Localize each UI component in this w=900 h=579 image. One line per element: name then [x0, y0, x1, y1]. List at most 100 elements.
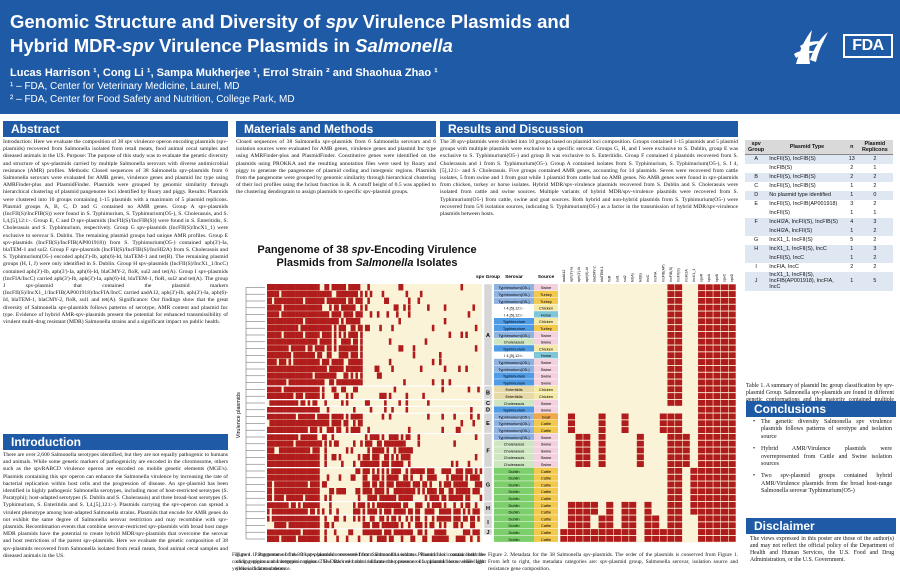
presence-cell: [295, 352, 299, 359]
presence-cell: [391, 474, 394, 481]
presence-cell: [353, 406, 356, 413]
presence-cell: [341, 352, 344, 359]
presence-cell: [326, 426, 330, 434]
presence-cell: [321, 311, 325, 318]
presence-cell: [350, 345, 354, 352]
presence-cell: [400, 440, 404, 447]
presence-cell: [345, 318, 349, 325]
serovar-label: Typhimurium(O5-): [498, 421, 530, 426]
gene-presence-cell: [705, 501, 713, 508]
gene-presence-cell: [728, 331, 736, 338]
presence-cell: [364, 474, 368, 481]
presence-cell: [355, 345, 358, 352]
source-label: Cattle: [541, 537, 551, 542]
presence-cell: [391, 365, 394, 372]
presence-cell: [314, 467, 318, 474]
group-bar: [483, 412, 493, 434]
presence-cell: [460, 488, 464, 495]
presence-cell: [403, 481, 406, 488]
presence-cell: [314, 379, 318, 386]
gene-presence-cell: [583, 447, 591, 454]
presence-cell: [341, 290, 344, 298]
presence-cell: [350, 284, 354, 291]
presence-cell: [310, 365, 313, 372]
gene-presence-cell: [720, 284, 729, 291]
gene-presence-cell: [705, 318, 713, 325]
presence-cell: [362, 501, 366, 508]
presence-cell: [286, 420, 289, 427]
presence-cell: [462, 508, 466, 515]
gene-presence-cell: [667, 508, 675, 515]
presence-cell: [274, 426, 277, 434]
presence-cell: [314, 528, 318, 536]
presence-cell: [398, 318, 401, 325]
presence-cell: [367, 399, 370, 406]
presence-cell: [267, 345, 270, 352]
gene-presence-cell: [667, 393, 675, 399]
presence-cell: [286, 290, 289, 298]
presence-cell: [417, 433, 421, 440]
presence-cell: [360, 352, 363, 359]
serovar-label: Typhimurium: [503, 326, 525, 331]
presence-cell: [443, 501, 447, 508]
presence-cell: [314, 460, 318, 468]
presence-cell: [376, 447, 380, 454]
presence-cell: [458, 481, 461, 488]
serovar-cell: [494, 528, 534, 536]
presence-cell: [381, 535, 385, 542]
serovar-cell: [494, 318, 534, 325]
presence-cell: [312, 426, 315, 434]
presence-cell: [300, 474, 304, 481]
presence-cell: [341, 379, 344, 386]
presence-cell: [300, 311, 304, 318]
presence-cell: [369, 440, 373, 447]
presence-cell: [317, 528, 320, 536]
presence-cell: [439, 508, 442, 515]
presence-cell: [455, 522, 459, 529]
presence-cell: [357, 515, 361, 522]
gene-presence-cell: [575, 535, 583, 542]
presence-cell: [388, 433, 392, 440]
gene-presence-cell: [575, 522, 583, 529]
presence-cell: [424, 481, 428, 488]
presence-cell: [348, 331, 351, 338]
presence-cell: [333, 413, 337, 420]
gene-presence-cell: [598, 433, 606, 440]
presence-cell: [360, 420, 363, 427]
presence-cell: [312, 352, 315, 359]
presence-cell: [293, 284, 296, 291]
serovar-cell: [494, 399, 534, 406]
serovar-cell: [494, 365, 534, 372]
presence-cell: [329, 304, 332, 311]
figure-1-caption-text: Figure 1. Pangenome of the 38 spv-plasmi…: [232, 552, 484, 572]
presence-cell: [391, 406, 394, 413]
source-label: Cattle: [541, 523, 551, 528]
presence-cell: [319, 311, 323, 318]
gene-presence-cell: [575, 454, 583, 461]
presence-cell: [276, 494, 280, 502]
source-label: Swine: [541, 462, 552, 467]
presence-cell: [388, 501, 392, 508]
presence-cell: [302, 481, 306, 488]
presence-cell: [305, 528, 308, 536]
presence-cell: [298, 481, 301, 488]
presence-cell: [441, 413, 444, 420]
presence-cell: [283, 454, 287, 461]
presence-cell: [353, 304, 356, 311]
presence-cell: [283, 318, 287, 325]
presence-cell: [314, 454, 318, 461]
presence-cell: [293, 365, 296, 372]
presence-cell: [403, 488, 406, 495]
presence-cell: [271, 324, 275, 332]
presence-cell: [424, 494, 428, 502]
presence-cell: [324, 372, 327, 379]
presence-cell: [317, 488, 320, 495]
presence-cell: [479, 467, 483, 474]
presence-cell: [283, 528, 287, 536]
presence-cell: [367, 284, 370, 291]
source-label: Chicken: [539, 306, 553, 311]
presence-cell: [467, 508, 471, 515]
presence-cell: [384, 392, 387, 400]
presence-cell: [302, 413, 306, 420]
presence-cell: [376, 460, 380, 468]
